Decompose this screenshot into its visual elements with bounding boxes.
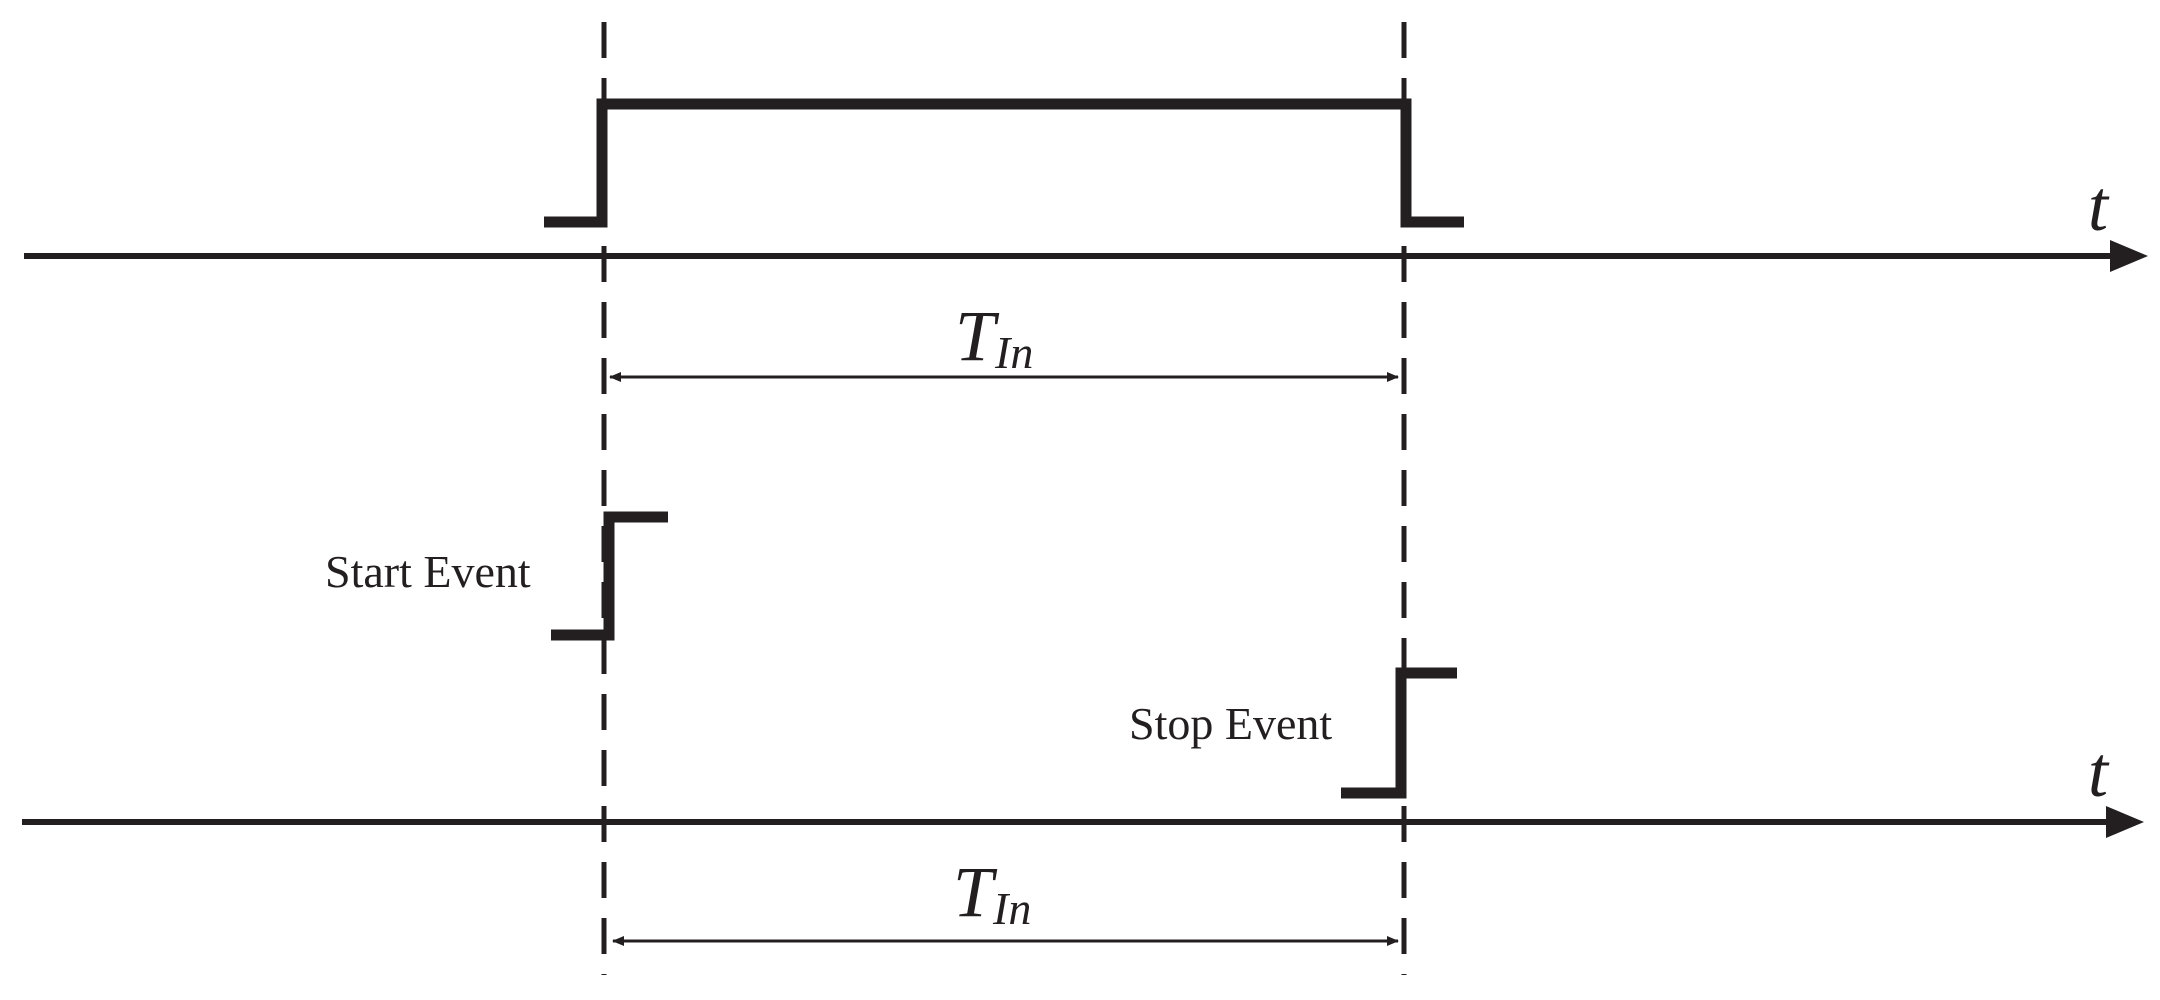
- bottom-axis-arrowhead: [2106, 806, 2144, 838]
- bottom-interval-label: TIn: [953, 852, 1031, 934]
- input-pulse-signal: [544, 98, 1464, 228]
- top-axis-arrowhead: [2110, 240, 2148, 272]
- stop-event-label: Stop Event: [1129, 698, 1332, 749]
- top-interval-subscript: In: [994, 327, 1033, 378]
- start-event-label: Start Event: [325, 546, 531, 597]
- bottom-axis-label: t: [2088, 732, 2110, 812]
- top-axis-label: t: [2088, 166, 2110, 246]
- stop-event-step: [1341, 667, 1457, 799]
- top-interval-symbol: T: [955, 296, 1000, 376]
- top-interval-label: TIn: [955, 296, 1033, 378]
- bottom-interval-subscript: In: [992, 883, 1031, 934]
- start-event-step: [551, 511, 668, 641]
- bottom-interval-symbol: T: [953, 852, 998, 932]
